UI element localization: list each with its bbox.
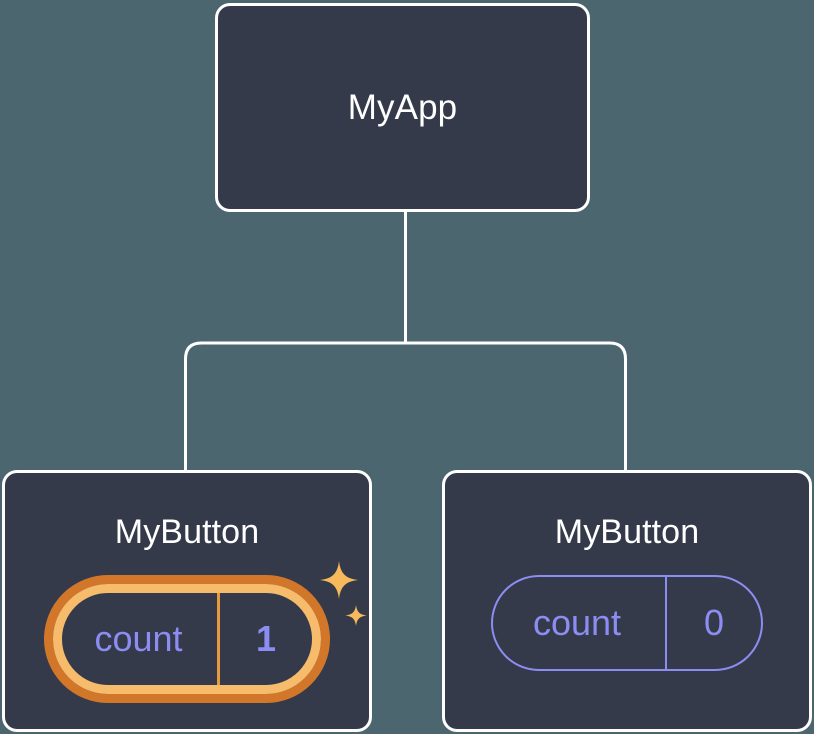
state-key-label: count <box>94 618 183 659</box>
state-pill-highlighted[interactable]: count 1 <box>44 575 330 703</box>
state-key-label: count <box>532 602 622 643</box>
child-node-right-title: MyButton <box>554 513 700 551</box>
state-value-label: 1 <box>217 593 312 685</box>
sparkle-small-icon <box>345 605 367 626</box>
state-pill-wrapper-left: count 1 <box>44 561 367 703</box>
sparkle-large-icon <box>320 561 358 599</box>
child-node-left-title: MyButton <box>114 513 260 551</box>
child-node-right[interactable]: MyButton count 0 <box>442 470 812 732</box>
state-pill-inner: count 1 <box>53 584 321 694</box>
root-node[interactable]: MyApp <box>215 3 590 212</box>
state-value-label: 0 <box>665 577 761 669</box>
state-pill-plain[interactable]: count 0 <box>491 575 763 671</box>
child-node-left[interactable]: MyButton count 1 <box>2 470 372 732</box>
root-node-title: MyApp <box>347 88 458 127</box>
connector-branch-bus <box>184 341 627 470</box>
state-pill-wrapper-right: count 0 <box>491 575 763 671</box>
